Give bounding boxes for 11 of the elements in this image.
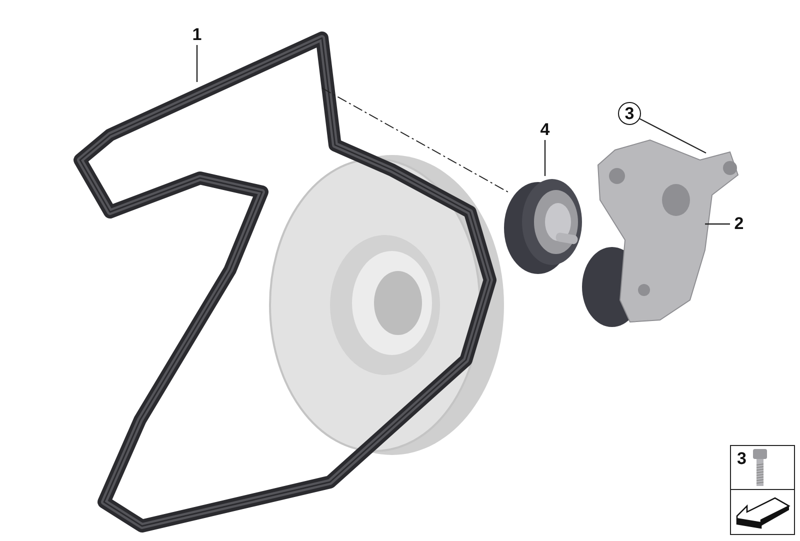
- callout-number: 1: [188, 26, 206, 44]
- picture-drawing: [504, 179, 582, 274]
- callout-number: 3: [618, 102, 641, 125]
- callout-number: 3: [737, 450, 746, 467]
- leader-line: [196, 45, 198, 82]
- callout-number: 4: [536, 121, 554, 139]
- callout-number: 2: [731, 215, 747, 233]
- leader-line: [705, 223, 730, 225]
- leader-line: [639, 118, 706, 154]
- center-line: [322, 88, 508, 192]
- leader-line: [544, 140, 546, 176]
